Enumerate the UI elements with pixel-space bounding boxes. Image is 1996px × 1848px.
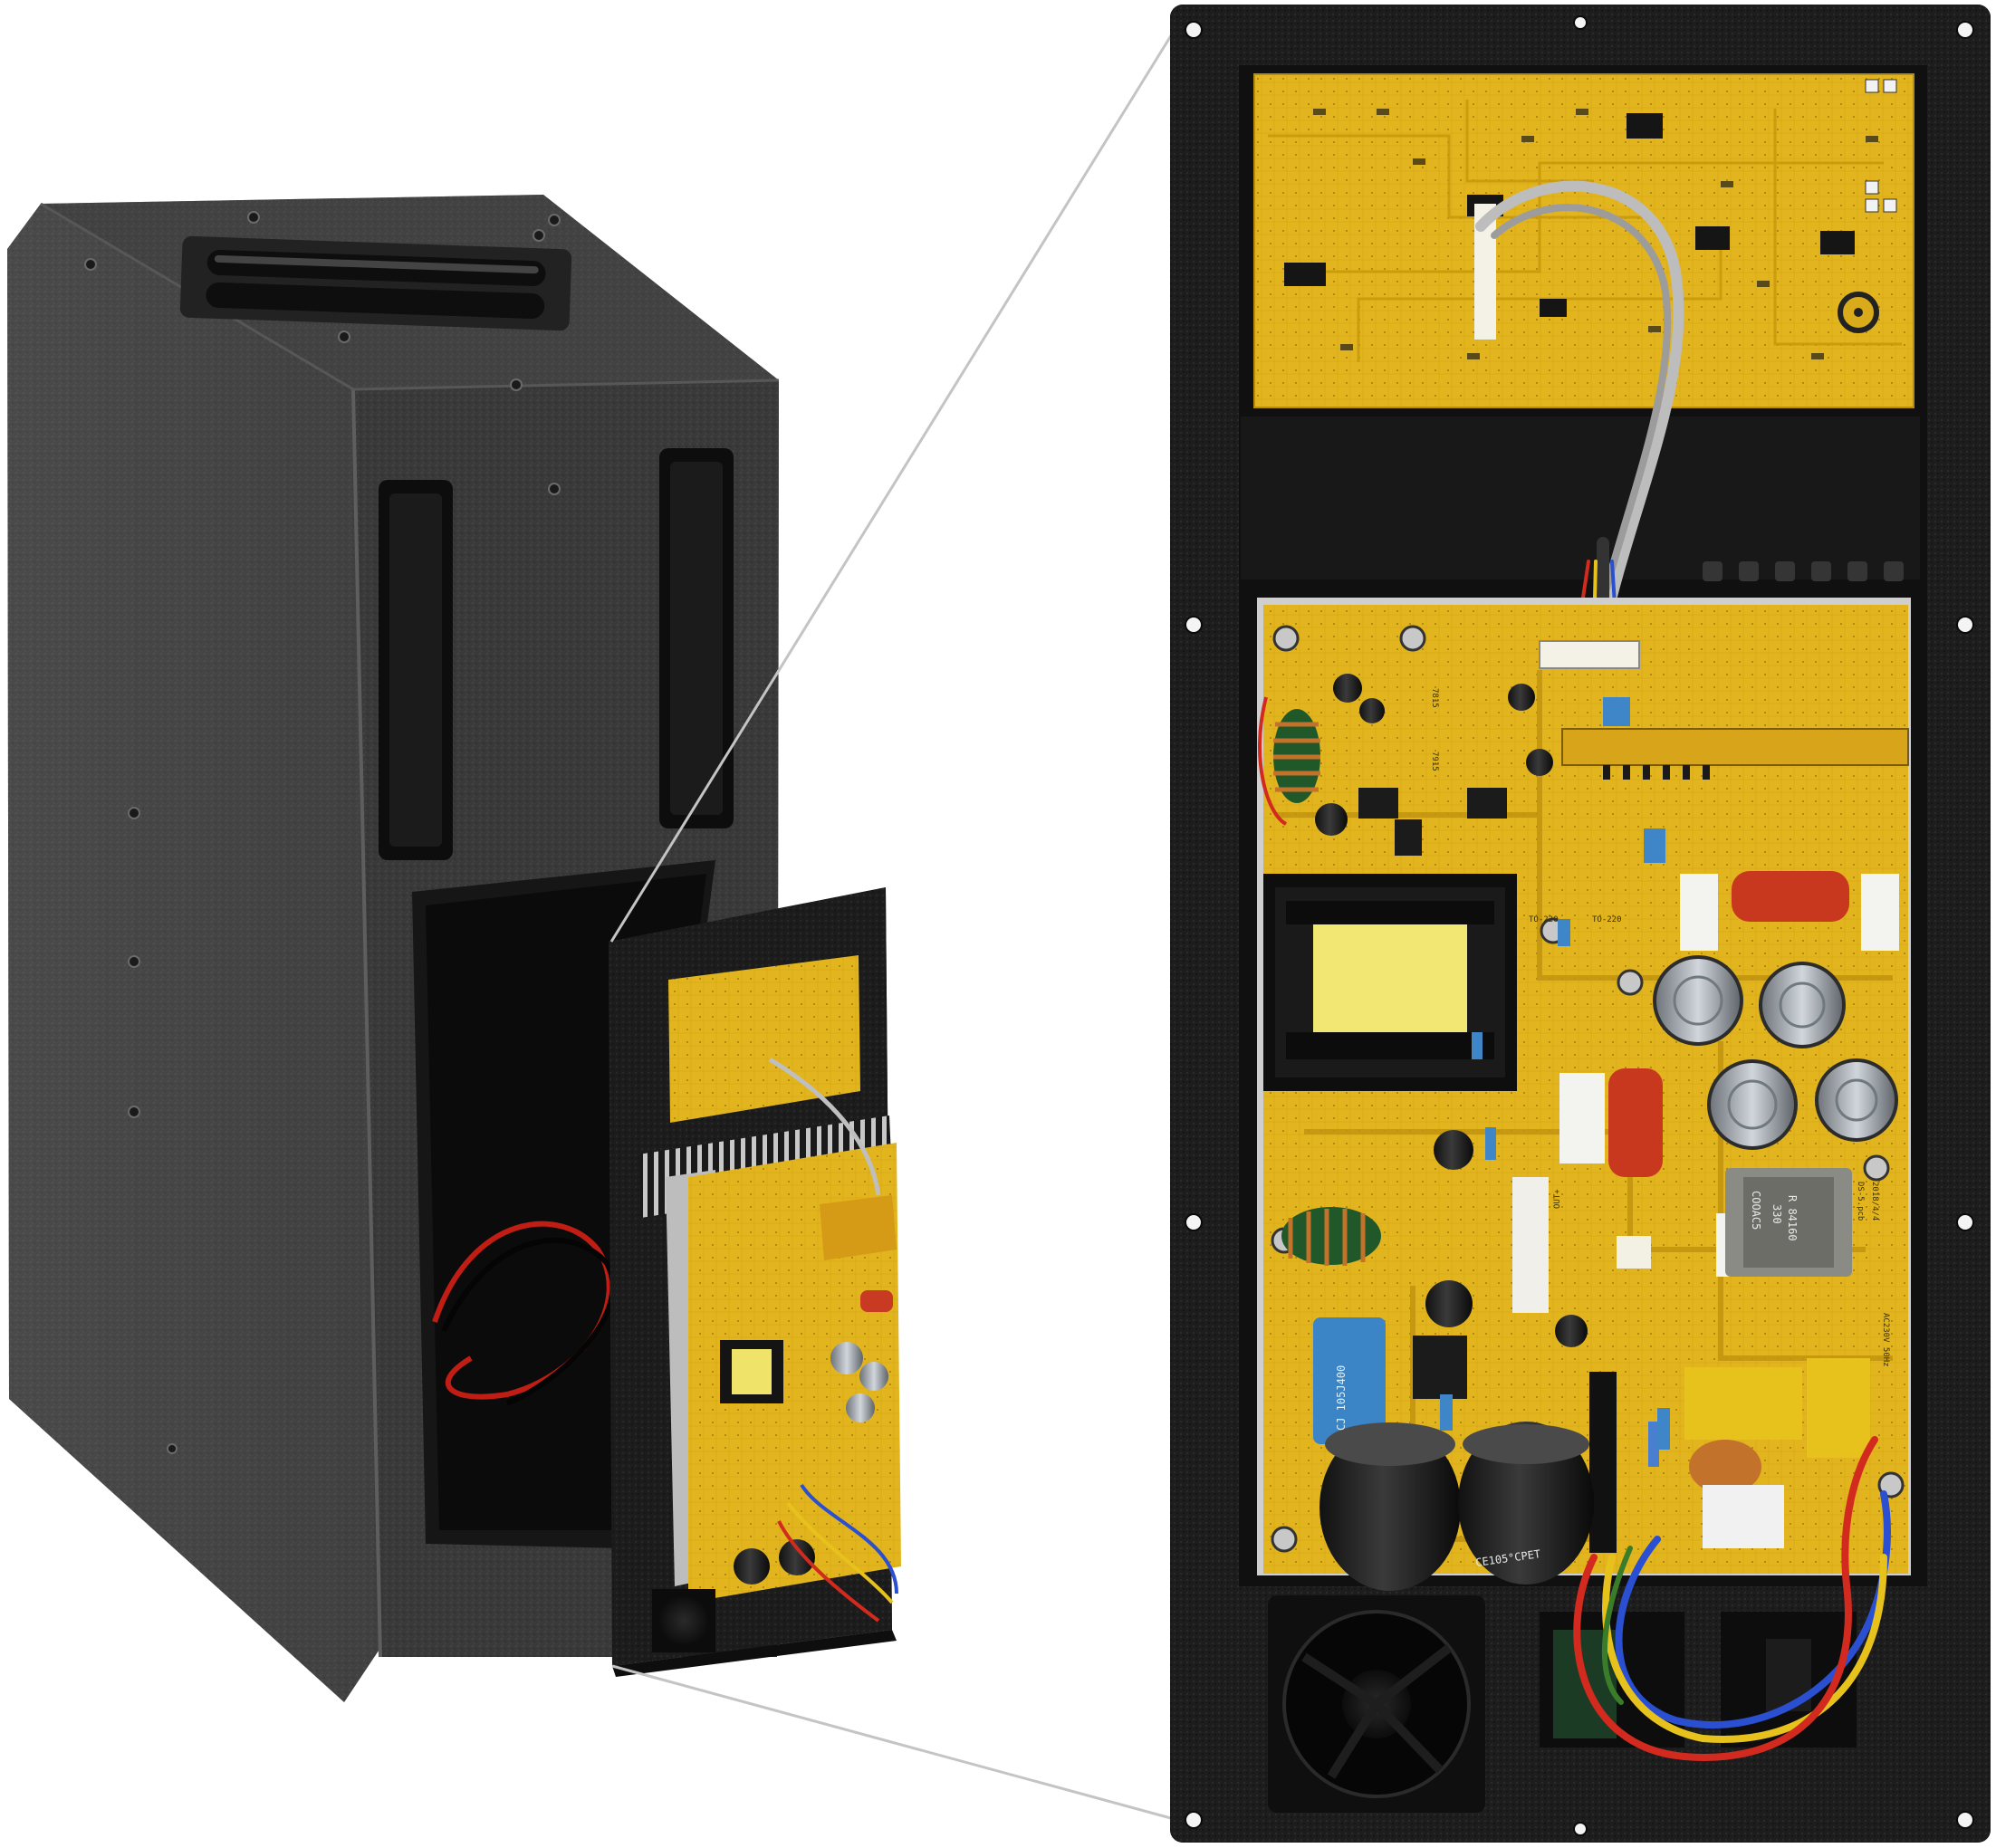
ic-b-text: 7915 bbox=[1430, 752, 1439, 771]
mounting-holes bbox=[1185, 15, 1974, 1836]
cavity-wire-black bbox=[441, 1237, 616, 1406]
film-cap-text: CJ 105J400 bbox=[1335, 1365, 1348, 1431]
toroid-inductor bbox=[1273, 709, 1320, 803]
amp-module-small bbox=[609, 887, 901, 1677]
speaker-cabinet bbox=[7, 195, 780, 1702]
daughter-board bbox=[1561, 728, 1909, 766]
inductor-code-text: 330 bbox=[1770, 1204, 1783, 1224]
zoom-line-bottom bbox=[611, 1664, 1178, 1822]
out-label-text: OUT+ bbox=[1553, 1189, 1562, 1209]
power-wires bbox=[1573, 1436, 1891, 1761]
preamp-pcb bbox=[1253, 73, 1914, 408]
inductor-core-text: COOAC5 bbox=[1750, 1191, 1762, 1230]
tr-a-text: TO-220 bbox=[1529, 915, 1559, 924]
small-main-pcb bbox=[688, 1143, 901, 1603]
bulk-capacitors bbox=[1319, 1422, 1594, 1591]
cooling-fan bbox=[1268, 1595, 1485, 1813]
red-film-cap-top bbox=[1732, 871, 1849, 922]
amp-panel-zoomed bbox=[1170, 5, 1991, 1843]
main-pcb bbox=[1257, 598, 1911, 1591]
board-model-text: DS-5.pcb bbox=[1856, 1182, 1865, 1221]
tr-b-text: TO-220 bbox=[1592, 915, 1622, 924]
red-film-cap-mid bbox=[1608, 1068, 1663, 1177]
blue-film-cap bbox=[1313, 1317, 1386, 1444]
main-transformer bbox=[1263, 874, 1517, 1091]
small-top-pcb bbox=[668, 955, 860, 1123]
relay-code-text: R 84160 bbox=[1786, 1195, 1799, 1241]
ic-a-text: 7815 bbox=[1430, 688, 1439, 708]
board-rev-text: 2018/4/4 bbox=[1870, 1182, 1879, 1221]
ac-rating-text: AC230V 50Hz bbox=[1881, 1313, 1890, 1367]
zoom-line-top bbox=[609, 24, 1179, 943]
top-handle bbox=[179, 235, 572, 331]
cabinet-screws bbox=[84, 211, 561, 1454]
filter-capacitors bbox=[1653, 955, 1898, 1150]
